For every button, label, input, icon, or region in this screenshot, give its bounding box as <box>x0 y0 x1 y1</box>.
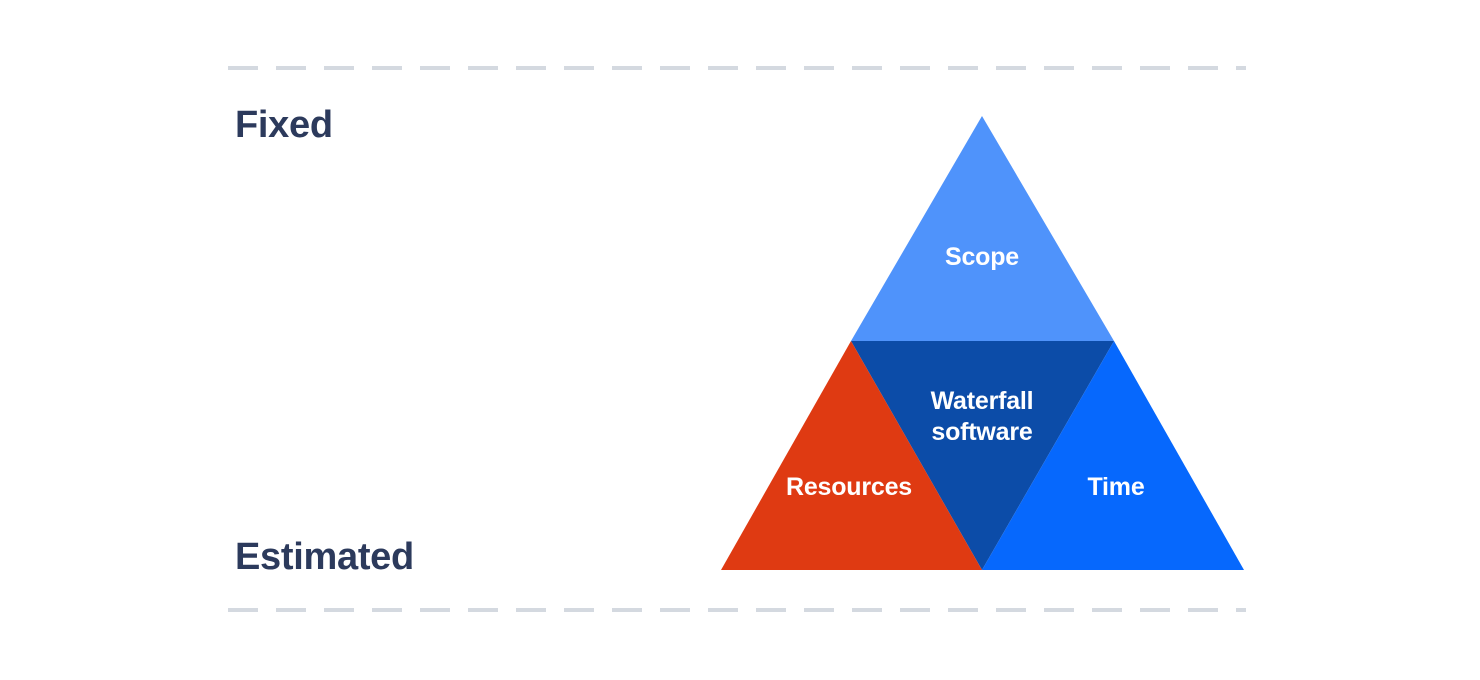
time-segment-shape[interactable] <box>982 341 1244 570</box>
fixed-divider-line <box>228 66 1246 70</box>
axis-label-estimated: Estimated <box>235 536 414 578</box>
resources-segment-label: Resources <box>785 473 913 501</box>
center-segment-label-line1: Waterfall <box>930 387 1034 415</box>
resources-segment-shape[interactable] <box>721 341 982 570</box>
scope-segment-shape[interactable] <box>851 116 1114 341</box>
estimated-divider-line <box>228 608 1246 612</box>
center-segment-label-line2: software <box>931 417 1033 446</box>
center-segment-label: Waterfall software <box>882 386 1082 447</box>
time-segment-label: Time <box>1087 473 1145 501</box>
axis-label-fixed: Fixed <box>235 104 333 146</box>
center-segment-shape[interactable] <box>851 341 1114 570</box>
scope-segment-label: Scope <box>944 243 1020 271</box>
